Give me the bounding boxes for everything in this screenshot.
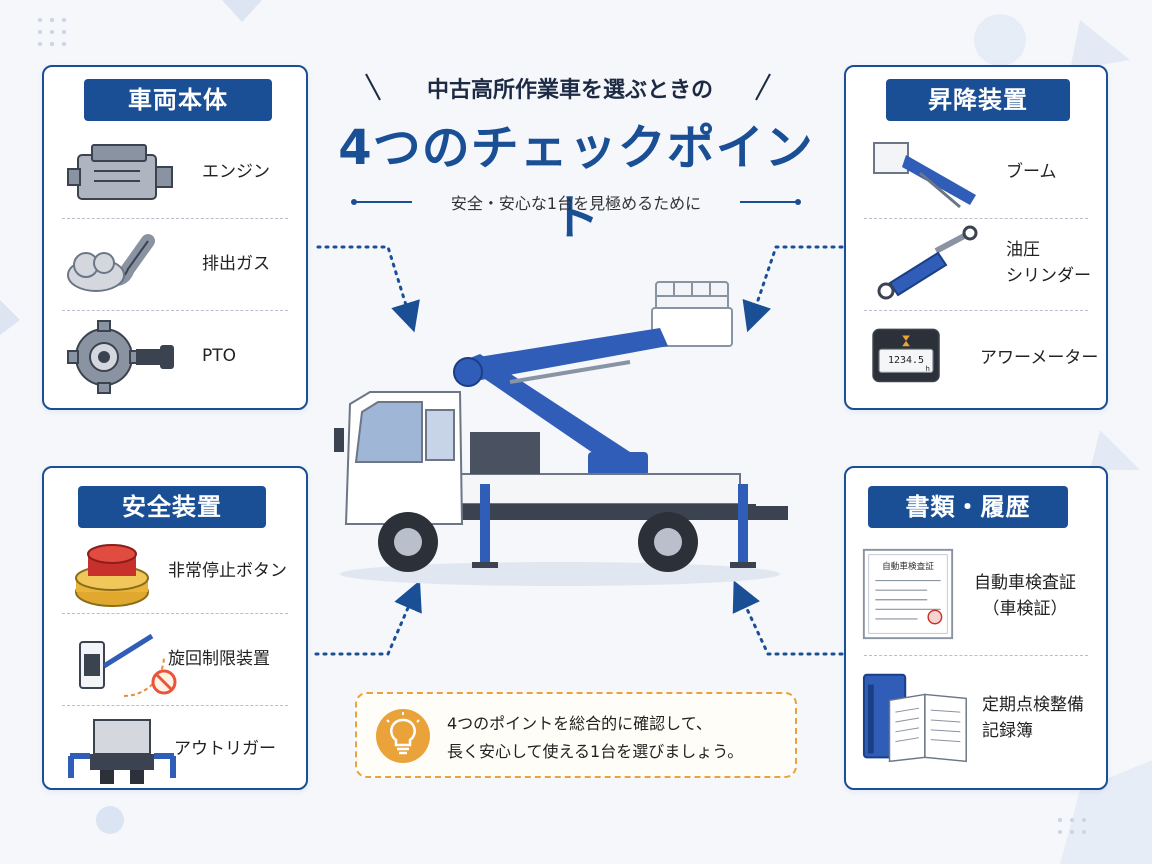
list-item: 油圧 シリンダー <box>846 219 1106 311</box>
maintenance-record-icon <box>862 673 967 763</box>
panel-documents-history-title: 書類・履歴 <box>868 486 1068 528</box>
item-label-hydraulic-cylinder: 油圧 シリンダー <box>1006 240 1091 286</box>
emergency-stop-icon <box>75 544 149 607</box>
hour-meter-value: 1234.5 <box>888 355 924 366</box>
list-item: 自動車検査証 自動車検査証 （車検証） <box>846 536 1106 656</box>
item-label-engine: エンジン <box>202 162 270 182</box>
exhaust-icon <box>67 234 155 292</box>
title-kicker: 中古高所作業車を選ぶときの <box>426 78 713 103</box>
list-item: 排出ガス <box>44 219 306 311</box>
page-title: 4つのチェックポイント <box>338 120 814 246</box>
boom-icon <box>873 142 976 209</box>
hydraulic-cylinder-icon <box>877 225 978 300</box>
list-item: 定期点検整備 記録簿 <box>846 656 1106 788</box>
tip-text: 4つのポイントを総合的に確認して、 長く安心して使える1台を選びましょう。 <box>447 714 744 761</box>
item-label-pto: PTO <box>202 346 237 366</box>
list-item: アウトリガー <box>44 706 306 790</box>
panel-documents-history: 書類・履歴 自動車検査証 自動車検査証 （車検証） <box>844 466 1108 790</box>
item-label-swing-limit: 旋回制限装置 <box>168 649 270 669</box>
item-label-vehicle-inspection: 自動車検査証 （車検証） <box>974 573 1076 619</box>
list-item: 1234.5 h アワーメーター <box>846 311 1106 403</box>
item-label-outrigger: アウトリガー <box>174 739 276 759</box>
aerial-work-truck-illustration <box>334 281 788 586</box>
list-item: ブーム <box>846 127 1106 219</box>
item-label-boom: ブーム <box>1006 162 1057 182</box>
hour-meter-icon: 1234.5 h <box>872 328 940 383</box>
engine-icon <box>67 144 173 200</box>
item-label-exhaust: 排出ガス <box>202 254 270 274</box>
item-label-hour-meter: アワーメーター <box>980 348 1099 368</box>
swing-limit-icon <box>79 633 177 697</box>
panel-safety-devices: 安全装置 非常停止ボタン 旋回制限装置 <box>42 466 308 790</box>
panel-lift-equipment-title: 昇降装置 <box>886 79 1070 121</box>
outrigger-icon <box>68 719 176 784</box>
lightbulb-icon <box>376 709 430 763</box>
page-subtitle: 安全・安心な1台を見極めるために <box>450 194 702 213</box>
certificate-heading: 自動車検査証 <box>882 560 934 572</box>
item-label-maintenance-record: 定期点検整備 記録簿 <box>982 695 1084 741</box>
hour-meter-unit: h <box>925 365 929 373</box>
pto-gear-icon <box>67 320 174 394</box>
list-item: 非常停止ボタン <box>44 528 306 614</box>
list-item: 旋回制限装置 <box>44 614 306 706</box>
item-label-emergency-stop: 非常停止ボタン <box>168 561 287 581</box>
tip-box: 4つのポイントを総合的に確認して、 長く安心して使える1台を選びましょう。 <box>355 692 797 778</box>
panel-vehicle-body-title: 車両本体 <box>84 79 272 121</box>
list-item: PTO <box>44 311 306 403</box>
panel-vehicle-body: 車両本体 エンジン 排出ガス <box>42 65 308 410</box>
panel-lift-equipment: 昇降装置 ブーム 油圧 シリンダー 1234.5 h アワーメーター <box>844 65 1108 410</box>
panel-safety-devices-title: 安全装置 <box>78 486 266 528</box>
inspection-certificate-icon: 自動車検査証 <box>862 548 954 640</box>
list-item: エンジン <box>44 127 306 219</box>
